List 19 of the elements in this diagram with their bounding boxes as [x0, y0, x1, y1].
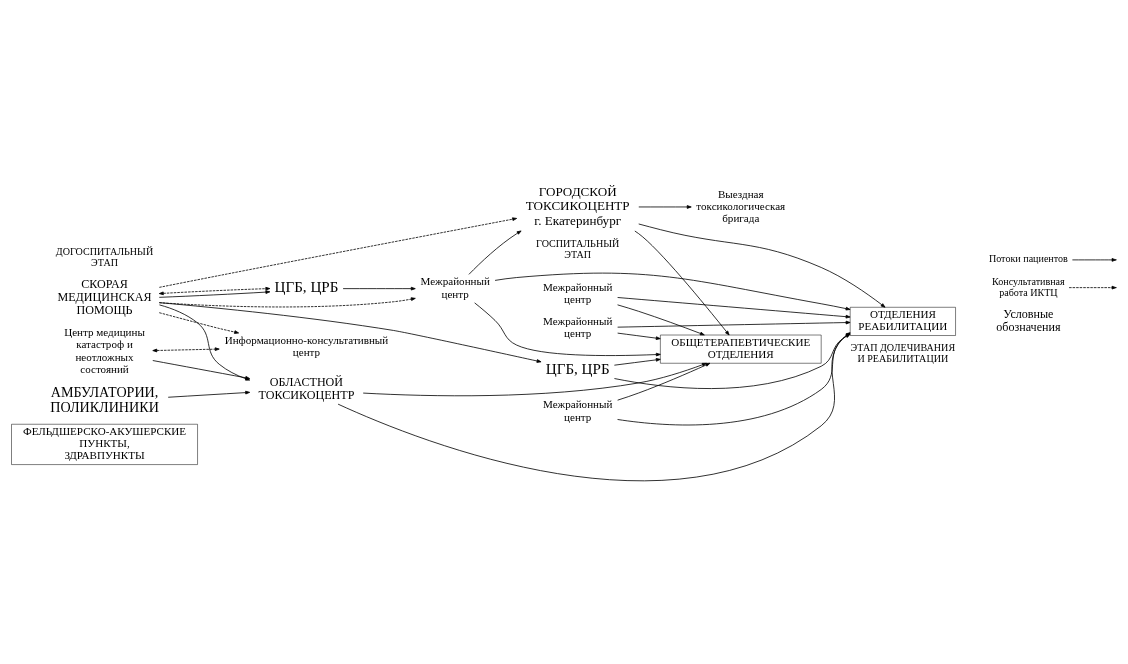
- node-text: Межрайонный центр: [420, 275, 490, 300]
- legend-label: Консультативная работа ИКТЦ: [992, 275, 1065, 298]
- label: ГОСПИТАЛЬНЫЙ ЭТАП: [536, 237, 620, 260]
- label: ЭТАП ДОЛЕЧИВАНИЯ И РЕАБИЛИТАЦИИ: [850, 342, 956, 365]
- node-text: АМБУЛАТОРИИ, ПОЛИКЛИНИКИ: [50, 383, 159, 416]
- node-text: ГОРОДСКОЙ ТОКСИКОЦЕНТР г. Екатеринбург: [525, 183, 630, 228]
- node-text: Информационно-консультативный центр: [224, 333, 389, 358]
- node-text: Центр медицины катастроф и неотложных состояний: [64, 326, 145, 375]
- node-text: СКОРАЯ МЕДИЦИНСКАЯ ПОМОЩЬ: [57, 277, 152, 318]
- node-text: Выездная токсикологическая бригада: [696, 187, 786, 224]
- node-text: Межрайонный центр: [542, 314, 613, 339]
- node-text: ОБЛАСТНОЙ ТОКСИКОЦЕНТР: [258, 374, 355, 402]
- label: ДОГОСПИТАЛЬНЫЙ ЭТАП: [55, 245, 154, 268]
- label: Условные обозначения: [996, 306, 1061, 335]
- node-text: ЦГБ, ЦРБ: [274, 279, 339, 296]
- node-text: ЦГБ, ЦРБ: [545, 360, 610, 377]
- node-text: Межрайонный центр: [542, 398, 613, 423]
- node-text: Межрайонный центр: [542, 280, 613, 306]
- legend-label: Потоки пациентов: [988, 253, 1068, 265]
